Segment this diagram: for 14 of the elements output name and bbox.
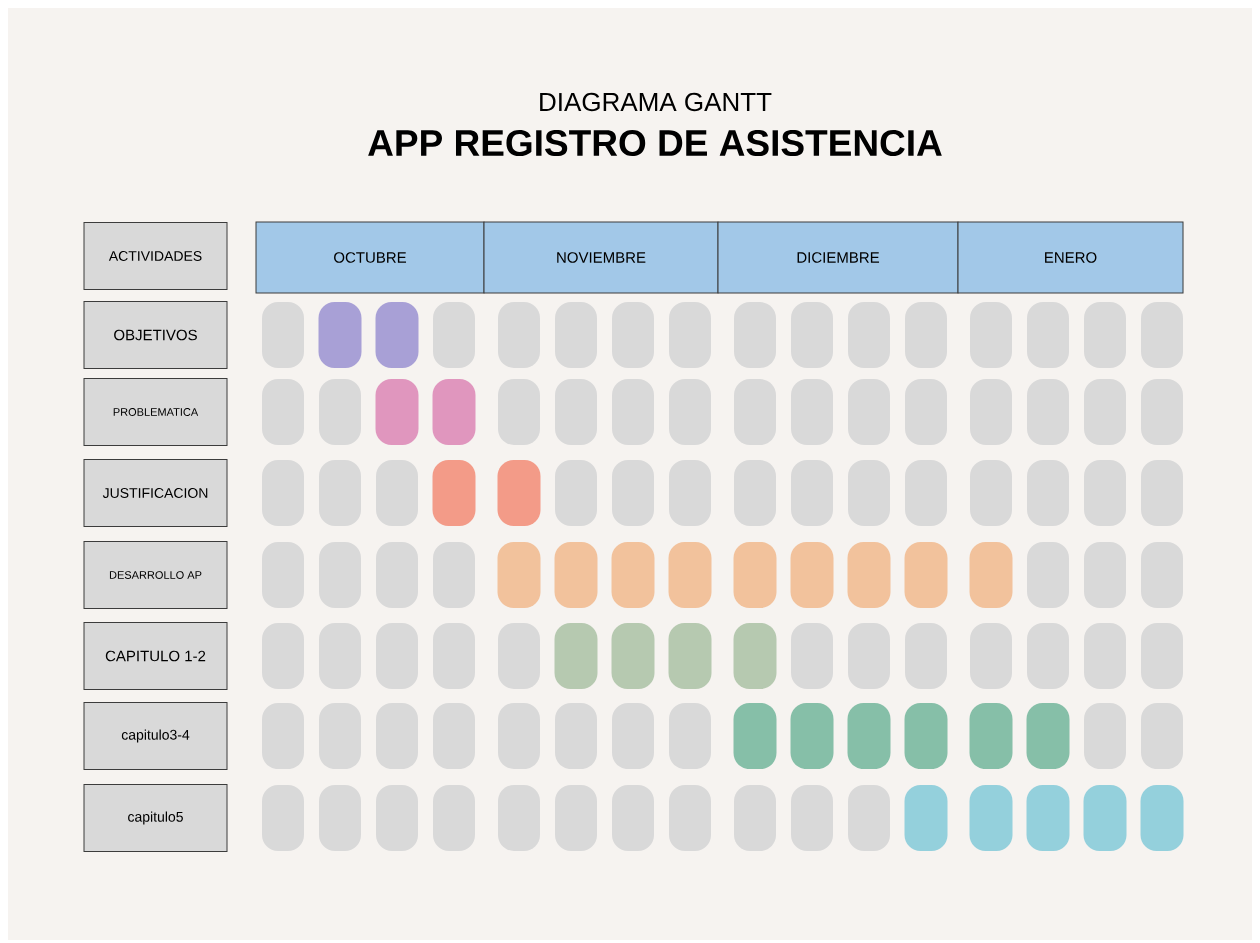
- month-header: NOVIEMBRE: [483, 221, 719, 294]
- activity-box: PROBLEMATICA: [83, 378, 228, 446]
- title-text: DIAGRAMA GANTT: [540, 92, 772, 112]
- subtitle-text: APP REGISTRO DE ASISTENCIA: [368, 129, 942, 157]
- activity-box: ACTIVIDADES: [83, 222, 228, 290]
- month-header: ENERO: [957, 221, 1184, 294]
- activity-box: OBJETIVOS: [83, 301, 228, 369]
- activity-box: JUSTIFICACION: [83, 459, 228, 527]
- month-header: OCTUBRE: [255, 221, 485, 294]
- activity-box: capitulo5: [83, 784, 228, 852]
- activity-box: CAPITULO 1-2: [83, 622, 228, 690]
- activity-box: capitulo3-4: [83, 702, 228, 770]
- activity-box: DESARROLLO AP: [83, 541, 228, 609]
- month-header: DICIEMBRE: [717, 221, 959, 294]
